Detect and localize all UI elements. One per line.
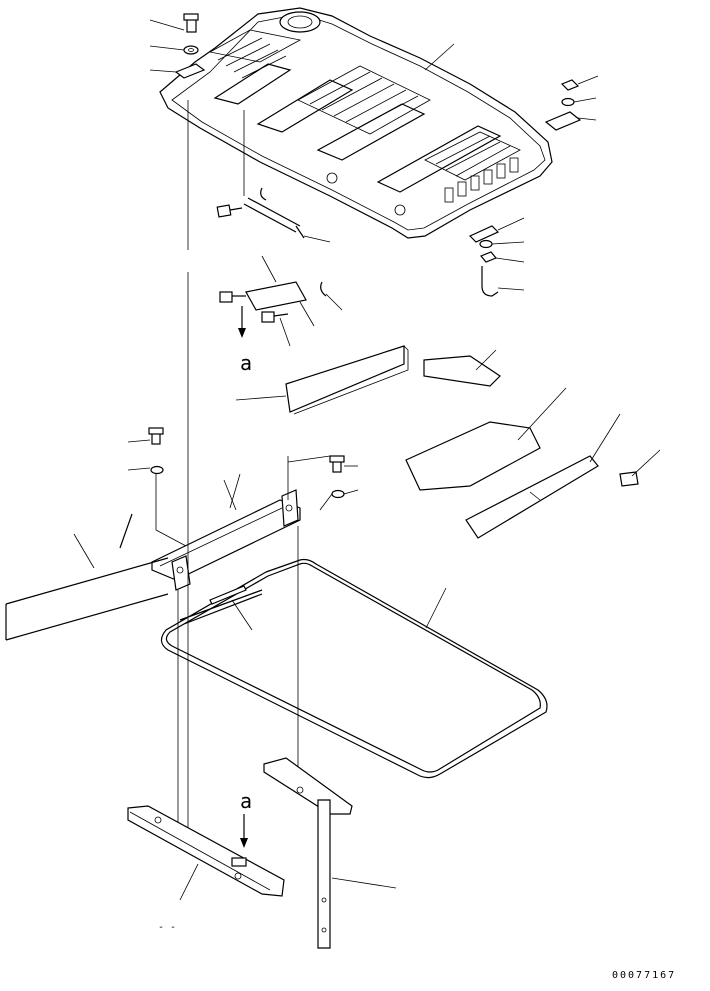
stay-rod-parts: [216, 110, 343, 347]
leader-hood: [424, 43, 455, 71]
hardware-right: [468, 75, 599, 297]
guide-lines: [177, 100, 299, 850]
insulation-pads: [235, 345, 661, 539]
bottom-rail: [127, 805, 285, 901]
hardware-top-left: [149, 13, 206, 79]
drawing-number: 00077167: [612, 970, 676, 981]
window-seal-ring: [160, 558, 548, 779]
arrow-a-bottom-head: [240, 838, 248, 848]
frame-bracket: [151, 455, 331, 591]
bolts-mid: [127, 427, 359, 547]
left-seal: [5, 513, 169, 641]
cut-mark: - -: [158, 922, 176, 933]
vertical-support: [263, 757, 397, 949]
hood-assembly: [159, 7, 553, 239]
view-letter-a-bottom: a: [240, 789, 252, 813]
view-letter-a-top: a: [240, 351, 252, 375]
